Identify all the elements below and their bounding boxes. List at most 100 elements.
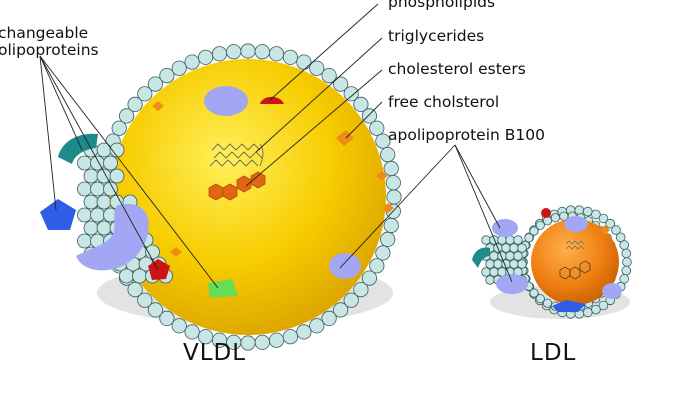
label-phospholipids: phospholipids xyxy=(388,0,496,11)
phospholipid-bead xyxy=(361,108,377,124)
phospholipid-bead xyxy=(517,243,527,253)
phospholipid-bead xyxy=(485,275,495,285)
phospholipid-bead xyxy=(282,49,298,65)
phospholipid-bead xyxy=(386,189,402,205)
phospholipid-bead xyxy=(332,302,349,318)
phospholipid-bead xyxy=(513,235,523,245)
phospholipid-bead xyxy=(542,298,553,308)
phospholipid-bead xyxy=(535,220,545,230)
phospholipid-bead xyxy=(211,46,228,62)
phospholipid-bead xyxy=(615,232,626,243)
phospholipid-bead xyxy=(481,235,491,245)
exchangeable-red-pentagon xyxy=(148,259,170,280)
phospholipid-bead xyxy=(268,332,285,348)
phospholipid-bead xyxy=(119,108,135,124)
phospholipid-bead xyxy=(383,160,399,177)
phospholipid-bead xyxy=(550,213,561,223)
phospholipid-bead xyxy=(83,194,99,210)
phospholipid-bead xyxy=(535,294,545,304)
phospholipid-bead xyxy=(383,217,399,234)
phospholipid-bead xyxy=(598,300,609,311)
apolipoprotein-top xyxy=(204,86,248,116)
exchangeable-blue-pentagon xyxy=(40,199,76,230)
phospholipid-bead xyxy=(184,324,200,340)
phospholipid-bead xyxy=(309,318,325,334)
phospholipid-bead xyxy=(90,181,105,197)
phospholipid-bead xyxy=(361,270,377,286)
phospholipid-bead xyxy=(145,244,160,260)
label-free-cholesterol: free cholsterol xyxy=(388,93,500,111)
phospholipid-bead xyxy=(485,259,495,269)
phospholipid-bead xyxy=(296,54,312,70)
phospholipid-bead xyxy=(574,205,585,216)
phospholipid-bead xyxy=(375,133,391,149)
phospholipid-bead xyxy=(353,96,369,113)
phospholipid-bead xyxy=(591,304,601,315)
phospholipid-bead xyxy=(309,60,325,76)
ldl-apolipoprotein-right xyxy=(602,283,622,299)
exchangeable-teal-shape xyxy=(58,133,98,164)
phospholipid-bead xyxy=(353,281,369,298)
phospholipid-bead xyxy=(147,76,163,92)
phospholipid-bead xyxy=(159,310,175,326)
phospholipid-bead xyxy=(171,60,187,76)
phospholipid-bead xyxy=(198,49,214,65)
phospholipid-bead xyxy=(77,233,92,249)
phospholipid-bead xyxy=(111,120,127,136)
phospholipid-bead xyxy=(611,225,621,235)
phospholipid-bead xyxy=(622,257,632,267)
phospholipid-bead xyxy=(137,86,153,102)
apolipoprotein-bottom-right xyxy=(329,253,361,279)
phospholipid-bead xyxy=(321,68,337,84)
phospholipid-bead xyxy=(77,155,92,171)
phospholipid-bead xyxy=(132,268,147,284)
phospholipid-bead xyxy=(343,292,359,308)
ldl-title: LDL xyxy=(530,340,577,366)
phospholipid-bead xyxy=(605,218,615,229)
phospholipid-bead xyxy=(147,302,163,318)
phospholipid-bead xyxy=(96,194,112,210)
triglyceride-icon xyxy=(209,143,264,167)
phospholipid-bead xyxy=(591,209,601,220)
label-triglycerides: triglycerides xyxy=(388,27,485,45)
phospholipid-bead xyxy=(343,86,359,102)
phospholipid-bead xyxy=(77,207,92,223)
phospholipid-bead xyxy=(103,181,118,197)
free-cholesterol-diamond xyxy=(170,247,182,257)
phospholipid-bead xyxy=(493,259,503,269)
label-exchangeable-line2: olipoproteins xyxy=(0,41,99,59)
free-cholesterol-diamond xyxy=(382,203,394,213)
phospholipid-bead xyxy=(505,235,515,245)
phospholipid-bead xyxy=(489,235,499,245)
phospholipid-bead xyxy=(332,76,349,92)
phospholipid-bead xyxy=(481,267,491,277)
phospholipid-bead xyxy=(268,46,285,62)
ldl-red-dot xyxy=(541,208,551,218)
phospholipid-bead xyxy=(582,307,593,318)
phospholipid-bead xyxy=(509,259,519,269)
phospholipid-bead xyxy=(171,318,187,334)
phospholipid-bead xyxy=(621,248,632,259)
phospholipid-bead xyxy=(127,281,143,298)
phospholipid-bead xyxy=(198,329,214,345)
phospholipid-bead xyxy=(96,220,112,236)
label-cholesterol-esters: cholesterol esters xyxy=(388,60,526,78)
exchangeable-green-shape xyxy=(208,279,238,298)
phospholipid-bead xyxy=(137,292,153,308)
ldl-apolipoprotein-top-right xyxy=(564,216,588,232)
phospholipid-bead xyxy=(369,120,385,136)
phospholipid-bead xyxy=(296,324,312,340)
phospholipid-bead xyxy=(240,43,256,59)
phospholipid-bead xyxy=(380,147,396,163)
phospholipid-bead xyxy=(77,181,92,197)
vldl-title: VLDL xyxy=(183,340,247,366)
phospholipid-bead xyxy=(619,240,629,250)
cholesterol-ester-icon xyxy=(208,171,266,201)
free-cholesterol-diamond xyxy=(376,171,388,181)
ldl-teal-shape xyxy=(472,247,490,268)
phospholipid-bead xyxy=(254,334,270,350)
phospholipid-bead xyxy=(489,251,499,261)
phospholipid-bead xyxy=(375,245,391,261)
phospholipid-bead xyxy=(90,155,105,171)
